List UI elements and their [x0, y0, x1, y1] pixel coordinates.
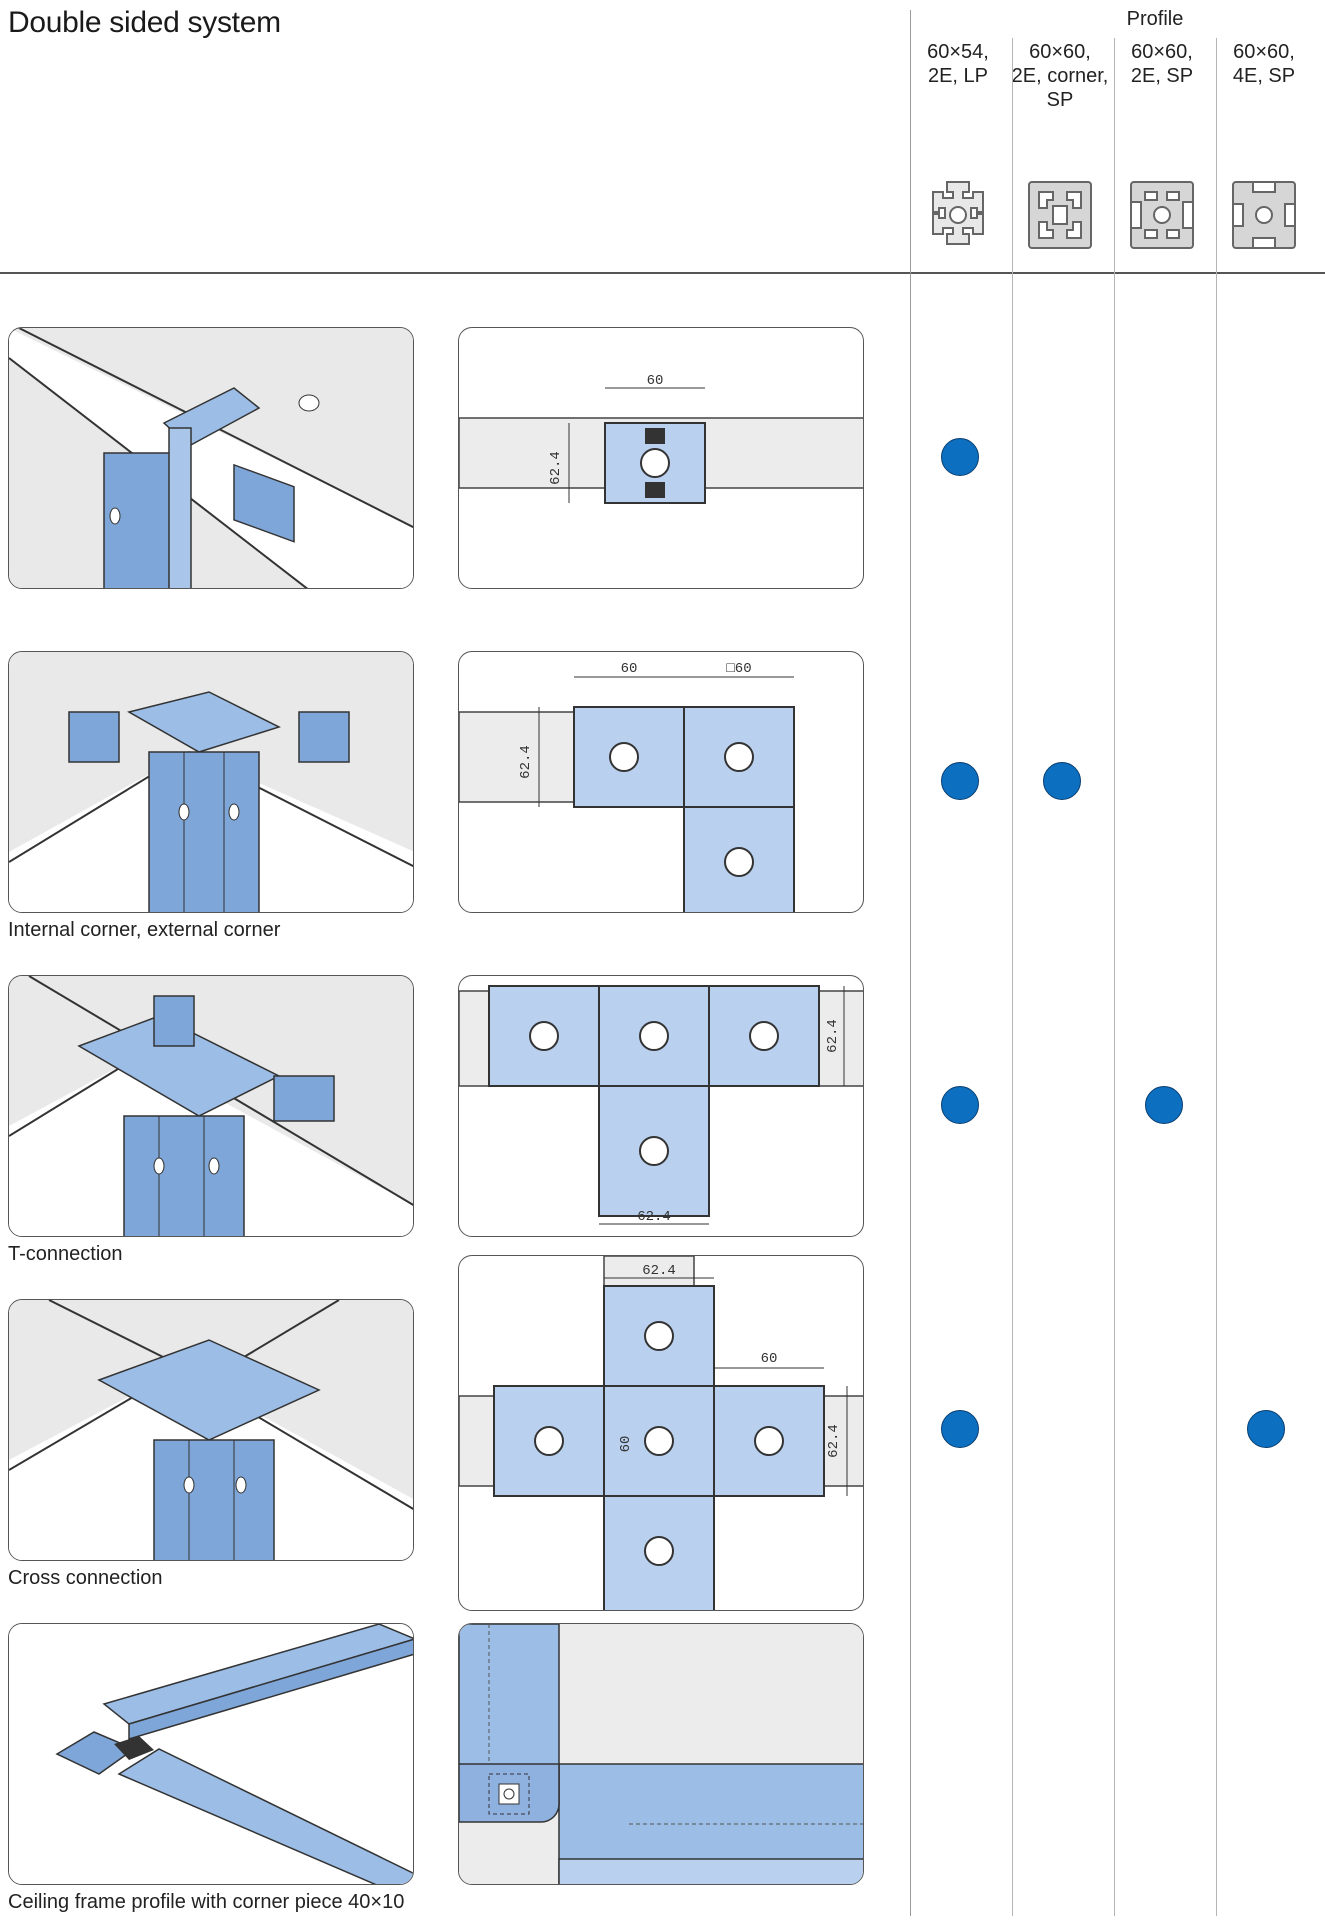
isometric-image-t-connection: [8, 975, 414, 1237]
dimension-label: 62.4: [642, 1263, 676, 1279]
availability-dot: [1145, 1086, 1183, 1124]
dimension-label: 62.4: [518, 745, 534, 779]
dimension-label: 62.4: [825, 1019, 841, 1053]
dimension-label: 60: [647, 373, 664, 389]
header-rule: [0, 272, 1325, 274]
column-divider: [1012, 38, 1013, 1916]
profile-60x60-2e-corner-sp-icon: [1028, 181, 1092, 249]
availability-dot: [941, 1086, 979, 1124]
column-header-60x60-2e-corner-sp: 60×60, 2E, corner, SP: [1011, 41, 1109, 111]
availability-dot: [941, 762, 979, 800]
dimension-label: 60: [621, 661, 638, 677]
column-header-60x60-2e-sp: 60×60, 2E, SP: [1130, 41, 1194, 87]
dimension-label: □60: [726, 661, 751, 677]
availability-dot: [941, 1410, 979, 1448]
column-divider: [1216, 38, 1217, 1916]
row-caption: Ceiling frame profile with corner piece …: [8, 1891, 405, 1913]
availability-dot: [941, 438, 979, 476]
section-drawing-cross-connection: 62.4 60 62.4 60: [458, 1255, 864, 1611]
section-drawing-corner: 60 □60 62.4: [458, 651, 864, 913]
dimension-label: 62.4: [637, 1209, 671, 1225]
page-title: Double sided system: [8, 6, 281, 39]
dimension-label: 60: [761, 1351, 778, 1367]
section-drawing-ceiling-frame: [458, 1623, 864, 1885]
dimension-label: 62.4: [826, 1424, 842, 1458]
availability-dot: [1043, 762, 1081, 800]
profile-60x54-2e-lp-icon: [932, 181, 984, 245]
isometric-image-ceiling-frame: [8, 1623, 414, 1885]
profile-60x60-4e-sp-icon: [1232, 181, 1296, 249]
row-caption: T-connection: [8, 1243, 123, 1265]
dimension-label: 62.4: [548, 451, 564, 485]
row-caption: Cross connection: [8, 1567, 163, 1589]
column-header-60x54-2e-lp: 60×54, 2E, LP: [927, 41, 989, 87]
isometric-image-corner: [8, 651, 414, 913]
profile-heading: Profile: [1126, 8, 1184, 30]
row-caption: Internal corner, external corner: [8, 919, 281, 941]
column-divider: [910, 10, 911, 1916]
column-divider: [1114, 38, 1115, 1916]
isometric-image-straight-connection: [8, 327, 414, 589]
dimension-label: 60: [618, 1436, 634, 1453]
availability-dot: [1247, 1410, 1285, 1448]
section-drawing-straight-connection: 60 62.4: [458, 327, 864, 589]
profile-60x60-2e-sp-icon: [1130, 181, 1194, 249]
column-header-60x60-4e-sp: 60×60, 4E, SP: [1232, 41, 1296, 87]
isometric-image-cross-connection: [8, 1299, 414, 1561]
section-drawing-t-connection: 62.4 62.4: [458, 975, 864, 1237]
